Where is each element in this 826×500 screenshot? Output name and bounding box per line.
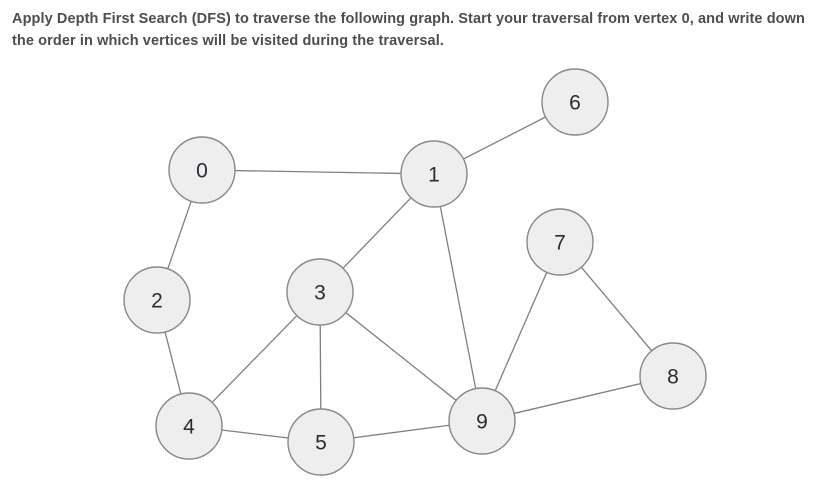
graph-node-0[interactable]: 0 [168,136,236,204]
graph-node-circle-0 [168,136,236,204]
graph-node-label-1: 1 [428,164,440,187]
graph-node-label-7: 7 [554,232,566,255]
graph-edge-3-4 [211,315,298,403]
graph-edge-2-4 [164,331,182,395]
graph-node-label-8: 8 [667,366,679,389]
graph-edge-0-1 [234,169,402,175]
graph-edge-5-9 [353,424,450,439]
graph-edge-0-2 [167,200,192,270]
graph-node-label-0: 0 [196,160,208,183]
graph-edge-3-9 [345,312,457,401]
graph-node-circle-5 [287,408,355,476]
graph-node-label-2: 2 [151,290,163,313]
graph-node-circle-3 [286,258,354,326]
graph-edge-1-3 [342,197,412,269]
graph-node-circle-4 [155,392,223,460]
graph-node-8[interactable]: 8 [639,342,707,410]
graph-edge-7-9 [494,271,548,392]
graph-edge-1-9 [439,206,477,389]
question-prompt: Apply Depth First Search (DFS) to traver… [12,11,805,50]
graph-node-layer: 0 1 2 3 4 5 6 7 8 9 [123,68,707,476]
graph-edge-1-6 [463,116,546,160]
graph-edge-8-9 [513,382,642,415]
graph-node-4[interactable]: 4 [155,392,223,460]
graph-node-label-9: 9 [476,411,488,434]
graph-edge-4-5 [221,429,289,439]
graph-node-9[interactable]: 9 [448,387,516,455]
graph-node-3[interactable]: 3 [286,258,354,326]
graph-node-circle-7 [526,208,594,276]
graph-node-circle-8 [639,342,707,410]
graph-edge-7-8 [580,266,653,352]
graph-node-label-6: 6 [569,92,581,115]
graph-node-circle-6 [541,68,609,136]
graph-node-6[interactable]: 6 [541,68,609,136]
graph-node-1[interactable]: 1 [400,140,468,208]
graph-edge-3-5 [319,324,322,410]
graph-node-circle-9 [448,387,516,455]
graph-node-label-4: 4 [183,416,195,439]
graph-node-7[interactable]: 7 [526,208,594,276]
graph-node-circle-2 [123,266,191,334]
graph-node-2[interactable]: 2 [123,266,191,334]
graph-svg: 0 1 2 3 4 5 6 7 8 9 [123,68,707,476]
graph-node-5[interactable]: 5 [287,408,355,476]
graph-edge-layer [164,116,653,439]
graph-figure: 0 1 2 3 4 5 6 7 8 9 [0,56,826,500]
graph-node-circle-1 [400,140,468,208]
graph-node-label-5: 5 [315,432,327,455]
graph-node-label-3: 3 [314,282,326,305]
